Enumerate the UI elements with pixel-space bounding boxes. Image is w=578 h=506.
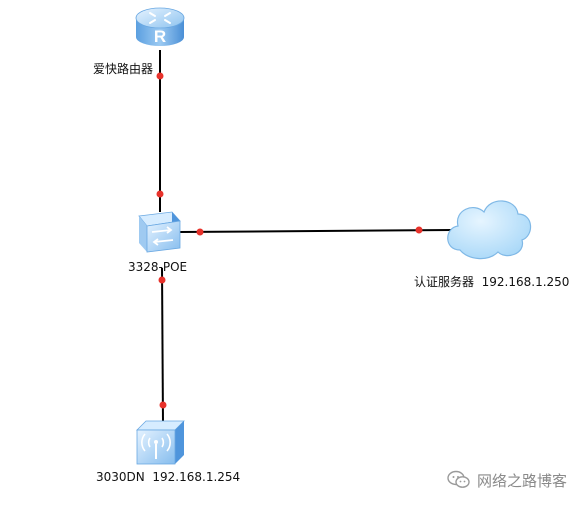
port-dot [158, 276, 166, 284]
link-switch-server [179, 229, 453, 233]
router-icon[interactable]: R [135, 7, 185, 46]
watermark: 网络之路博客 [447, 470, 567, 490]
router-label: 爱快路由器 [93, 62, 154, 76]
wechat-icon [447, 470, 470, 488]
port-dots [156, 72, 423, 409]
ap-label: 3030DN 192.168.1.254 [96, 470, 241, 484]
wireless-ap-icon[interactable] [136, 420, 185, 465]
port-dot [159, 401, 167, 409]
cloud-icon[interactable] [447, 200, 532, 260]
server-label: 认证服务器 192.168.1.250 [414, 275, 570, 289]
link-switch-ap [161, 267, 164, 425]
watermark-text: 网络之路博客 [477, 471, 568, 490]
port-dot [156, 72, 164, 80]
switch-icon[interactable] [138, 211, 181, 253]
switch-label: 3328-POE [128, 260, 188, 274]
port-dot [196, 228, 204, 236]
port-dot [415, 226, 423, 234]
svg-text:R: R [154, 27, 166, 46]
port-dot [156, 190, 164, 198]
